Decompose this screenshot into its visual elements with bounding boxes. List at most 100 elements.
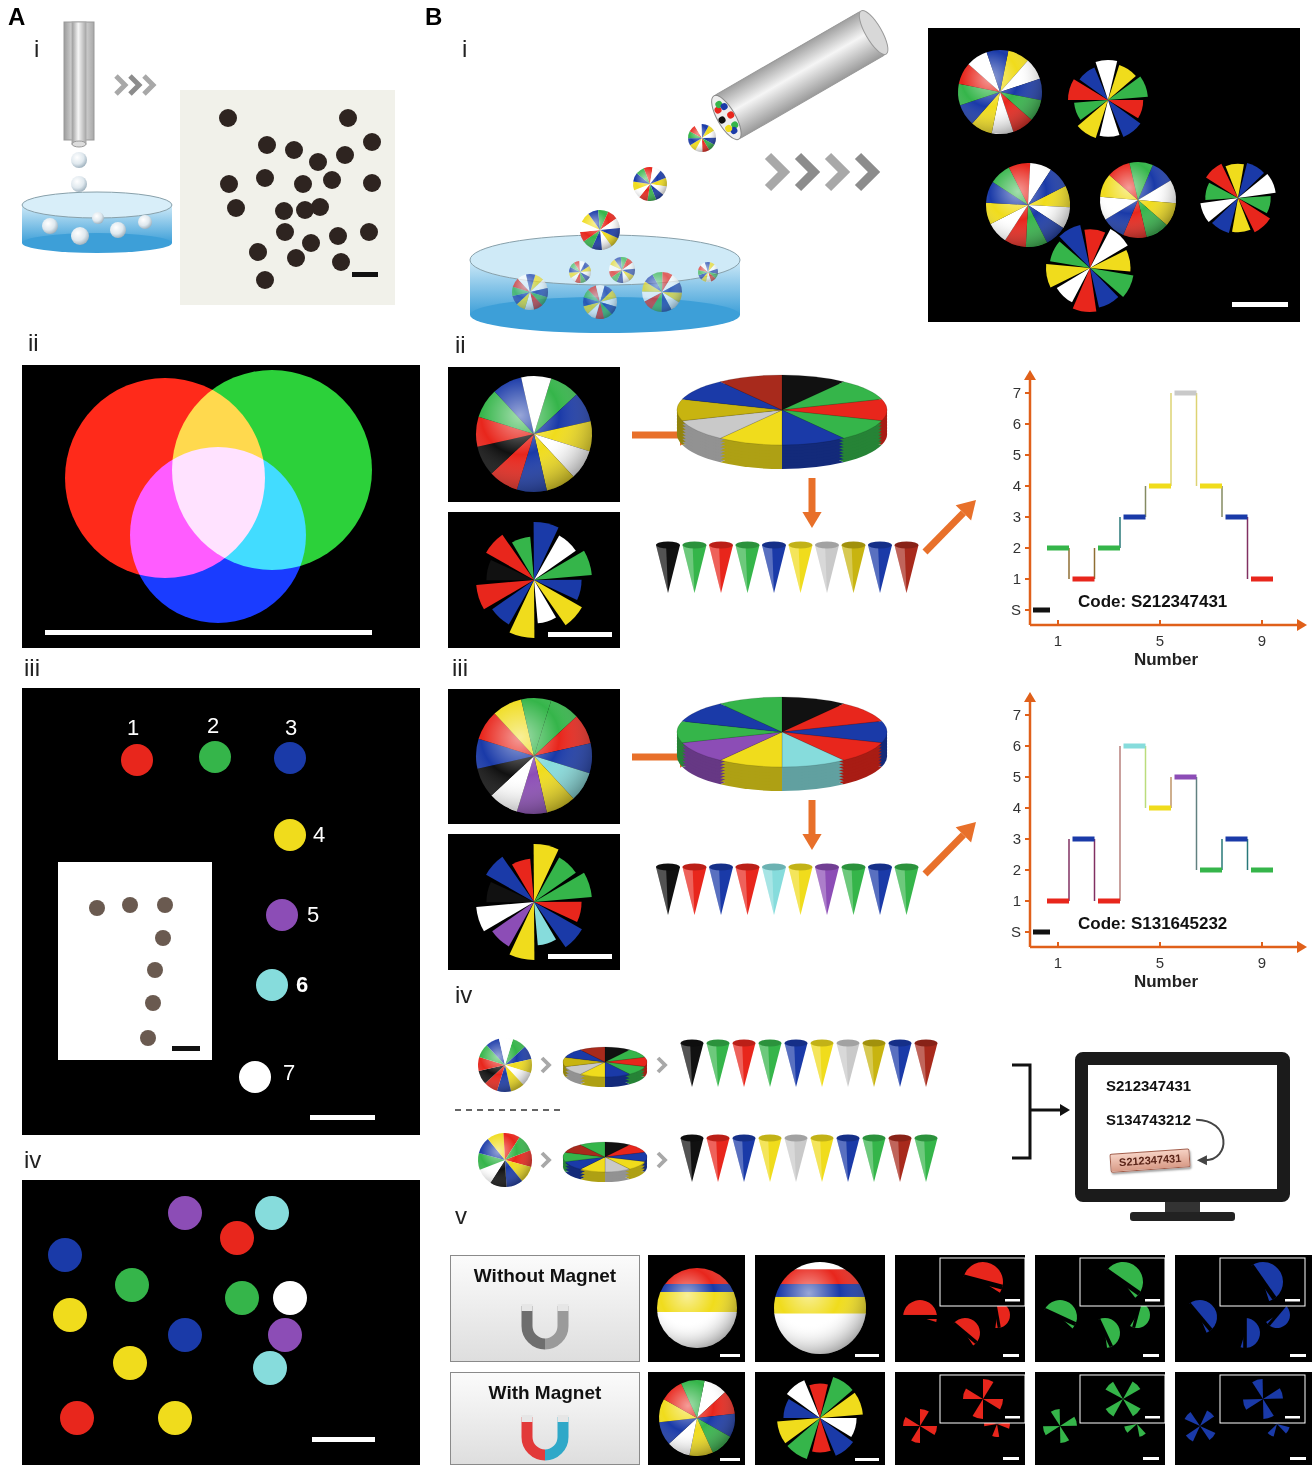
artwork-shape (762, 542, 786, 549)
artwork-shape (1100, 162, 1176, 238)
artwork-shape (476, 698, 592, 814)
artwork-shape (1025, 516, 1030, 518)
artwork-shape (698, 262, 718, 282)
subpanel-numeral: ii (28, 330, 39, 356)
artwork-shape (42, 218, 58, 234)
artwork-shape (1185, 1293, 1224, 1333)
artwork-shape (842, 542, 866, 549)
artwork-shape (1200, 1411, 1214, 1426)
artwork-shape (512, 859, 534, 902)
axis-tick-label: 5 (1013, 769, 1021, 786)
artwork-shape (889, 1043, 912, 1087)
artwork-shape (256, 969, 288, 1001)
artwork-shape (1175, 775, 1197, 780)
artwork-shape (115, 1268, 149, 1302)
artwork-shape (1145, 1416, 1160, 1419)
artwork-shape (92, 212, 104, 224)
artwork-shape (951, 1312, 986, 1346)
artwork-shape (1241, 1318, 1260, 1348)
artwork-shape (1024, 692, 1307, 953)
artwork-shape (110, 222, 126, 238)
artwork-shape (956, 500, 976, 520)
artwork-shape (759, 1043, 771, 1087)
artwork-shape (1175, 1255, 1312, 1362)
artwork-shape (1030, 1109, 1060, 1112)
artwork-shape (1024, 692, 1036, 702)
artwork-shape (633, 167, 667, 201)
artwork-shape (1030, 946, 1297, 949)
artwork-shape (983, 1399, 1003, 1409)
artwork-shape (1025, 776, 1030, 778)
artwork-shape (842, 867, 866, 915)
artwork-shape (720, 1458, 740, 1461)
artwork-shape (915, 1040, 938, 1047)
artwork-shape (275, 202, 293, 220)
artwork-shape (915, 1043, 927, 1087)
artwork-shape (642, 272, 682, 312)
artwork-shape (677, 375, 887, 445)
artwork-shape (1105, 1382, 1123, 1399)
artwork-shape (925, 835, 963, 874)
artwork-shape (1025, 609, 1030, 611)
artwork-shape (1238, 196, 1271, 213)
artwork-shape (1263, 1399, 1274, 1419)
artwork-shape (116, 76, 125, 94)
artwork-shape (276, 223, 294, 241)
artwork-shape (956, 822, 976, 842)
artwork-shape (580, 1047, 605, 1062)
artwork-shape (1238, 174, 1276, 198)
artwork-shape (777, 1377, 863, 1459)
artwork-shape (199, 741, 231, 773)
artwork-shape (789, 867, 813, 915)
artwork-shape (720, 697, 782, 732)
artwork-shape (681, 1138, 704, 1182)
artwork-shape (285, 141, 303, 159)
condition-label: With Magnet (489, 1382, 602, 1404)
artwork-shape (1277, 1424, 1290, 1433)
artwork-shape (1025, 578, 1030, 580)
artwork-shape (1261, 942, 1263, 947)
artwork-shape (1098, 899, 1120, 904)
artwork-shape (569, 261, 591, 283)
artwork-shape (1226, 837, 1248, 842)
artwork-shape (759, 1043, 782, 1087)
artwork-shape (512, 274, 548, 310)
artwork-shape (1266, 1303, 1296, 1334)
artwork-shape (789, 545, 801, 593)
artwork-shape (448, 367, 976, 648)
artwork-shape (683, 545, 695, 593)
artwork-shape (855, 1354, 879, 1357)
artwork-shape (478, 1038, 532, 1092)
artwork-shape (774, 1262, 866, 1354)
artwork-shape (785, 1043, 808, 1087)
artwork-shape (121, 744, 153, 776)
artwork-shape (22, 22, 395, 305)
artwork-shape (1003, 1354, 1019, 1357)
artwork-shape (785, 1040, 808, 1047)
artwork-shape (659, 1380, 735, 1456)
artwork-shape (476, 698, 592, 814)
axis-tick-label: 2 (1013, 862, 1021, 879)
artwork-shape (688, 124, 716, 152)
artwork-shape (837, 1138, 860, 1182)
artwork-shape (811, 1043, 823, 1087)
artwork-shape (633, 167, 667, 201)
artwork-shape (22, 688, 420, 1135)
artwork-shape (842, 545, 866, 593)
artwork-shape (911, 1426, 920, 1443)
artwork-shape (65, 370, 372, 623)
artwork-shape (789, 542, 813, 549)
color-index-number: 7 (283, 1061, 295, 1085)
artwork-shape (1090, 250, 1130, 272)
artwork-shape (1267, 1304, 1286, 1326)
artwork-shape (811, 1043, 834, 1087)
artwork-shape (681, 1138, 693, 1182)
artwork-shape (1200, 198, 1238, 222)
artwork-shape (1124, 515, 1146, 520)
artwork-shape (733, 1135, 756, 1142)
artwork-shape (868, 545, 892, 593)
artwork-shape (762, 545, 786, 593)
code-text: S212347431 (1106, 1077, 1191, 1094)
artwork-shape (138, 215, 152, 229)
artwork-shape (762, 867, 786, 915)
